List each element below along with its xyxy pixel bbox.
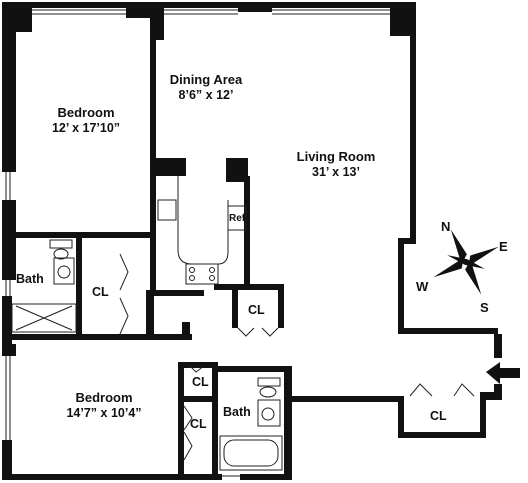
wall-right-step bbox=[398, 238, 416, 244]
ref-label: Ref bbox=[229, 213, 246, 224]
wall-cl3-top bbox=[178, 362, 218, 368]
bath2-tub bbox=[219, 435, 283, 471]
dining-label: Dining Area 8’6” x 12’ bbox=[158, 71, 254, 102]
wall-corridor-bottom bbox=[288, 396, 400, 402]
closet-2-label: CL bbox=[248, 303, 265, 317]
wall-entry-right bbox=[494, 334, 502, 358]
dining-name: Dining Area bbox=[169, 72, 243, 87]
bath2-sink bbox=[257, 399, 281, 427]
wall-entry-right-low bbox=[494, 384, 502, 400]
wall-top-right-pier bbox=[238, 2, 272, 12]
wall-bed2-right bbox=[178, 366, 184, 476]
bath1-sink bbox=[53, 257, 75, 285]
stove bbox=[185, 263, 219, 285]
wall-cl3-right bbox=[212, 362, 218, 474]
wall-kitchen-top-left bbox=[156, 158, 186, 176]
wall-kitchen-top-right bbox=[226, 158, 248, 182]
closet-1-label: CL bbox=[92, 285, 109, 299]
wall-cl3-bottom bbox=[184, 396, 212, 402]
bedroom2-dims: 14’7” x 10’4” bbox=[66, 405, 142, 420]
wall-cl1-right bbox=[146, 290, 154, 336]
bath2-toilet-tank bbox=[257, 377, 281, 387]
wall-cl2-left bbox=[232, 288, 238, 328]
wall-bath1-right bbox=[76, 238, 82, 336]
wall-bed1-right bbox=[150, 40, 156, 296]
refrigerator bbox=[227, 205, 247, 231]
wall-kitchen-right bbox=[244, 176, 250, 284]
wall-top-right-strip bbox=[164, 2, 414, 8]
wall-bottom-left bbox=[2, 474, 222, 480]
kitchen-sink bbox=[157, 199, 177, 221]
wall-kitchen-bottom-r bbox=[214, 284, 284, 290]
wall-bed1-bottom bbox=[16, 232, 76, 238]
bath1-toilet-tank bbox=[49, 239, 73, 249]
wall-cl-right-side bbox=[480, 396, 486, 438]
bedroom1-dims: 12’ x 17’10” bbox=[51, 120, 121, 135]
living-dims: 31’ x 13’ bbox=[312, 164, 360, 179]
wall-bed2-top bbox=[2, 334, 192, 340]
wall-bottom-bath bbox=[240, 474, 292, 480]
closet-5-label: CL bbox=[430, 409, 447, 423]
wall-left-low bbox=[2, 344, 16, 356]
wall-mid-pier bbox=[150, 2, 164, 40]
wall-top-pier bbox=[126, 2, 150, 18]
bedroom1-name: Bedroom bbox=[57, 105, 115, 120]
compass-e: E bbox=[499, 239, 508, 254]
wall-bed2-top-stub bbox=[182, 322, 190, 340]
wall-bath2-right bbox=[284, 366, 292, 478]
bath1-label: Bath bbox=[16, 272, 44, 286]
living-label: Living Room 31’ x 13’ bbox=[286, 148, 386, 179]
closet-4-label: CL bbox=[190, 417, 207, 431]
kitchen-counter bbox=[177, 176, 229, 265]
bedroom2-label: Bedroom 14’7” x 10’4” bbox=[44, 389, 164, 420]
wall-cl-right-top bbox=[480, 392, 502, 400]
wall-left-bottom bbox=[2, 440, 12, 480]
closet-3-label: CL bbox=[192, 375, 209, 389]
bath1-tub bbox=[11, 303, 77, 333]
wall-right bbox=[410, 2, 416, 244]
living-name: Living Room bbox=[296, 149, 376, 164]
wall-bed1-bottom-2 bbox=[76, 232, 156, 238]
compass-n: N bbox=[441, 219, 451, 234]
wall-right-return bbox=[398, 328, 498, 334]
bath2-label: Bath bbox=[223, 405, 251, 419]
wall-left-mid bbox=[2, 200, 16, 280]
wall-right-lower bbox=[398, 238, 404, 334]
wall-left-bath bbox=[2, 296, 12, 354]
wall-cl-bottom bbox=[398, 432, 486, 438]
wall-left-top bbox=[2, 2, 16, 172]
wall-cl2-right bbox=[278, 284, 284, 328]
wall-cl-right bbox=[398, 396, 404, 436]
wall-kitchen-bottom bbox=[150, 290, 204, 296]
dining-dims: 8’6” x 12’ bbox=[178, 87, 234, 102]
bedroom2-name: Bedroom bbox=[75, 390, 133, 405]
compass-rose-icon bbox=[433, 229, 499, 295]
wall-bath2-top bbox=[218, 366, 290, 372]
entry-arrow-icon bbox=[486, 362, 520, 384]
bedroom1-label: Bedroom 12’ x 17’10” bbox=[36, 104, 136, 135]
wall-top-left-strip bbox=[2, 2, 152, 8]
compass-w: W bbox=[416, 279, 429, 294]
compass-s: S bbox=[480, 300, 489, 315]
